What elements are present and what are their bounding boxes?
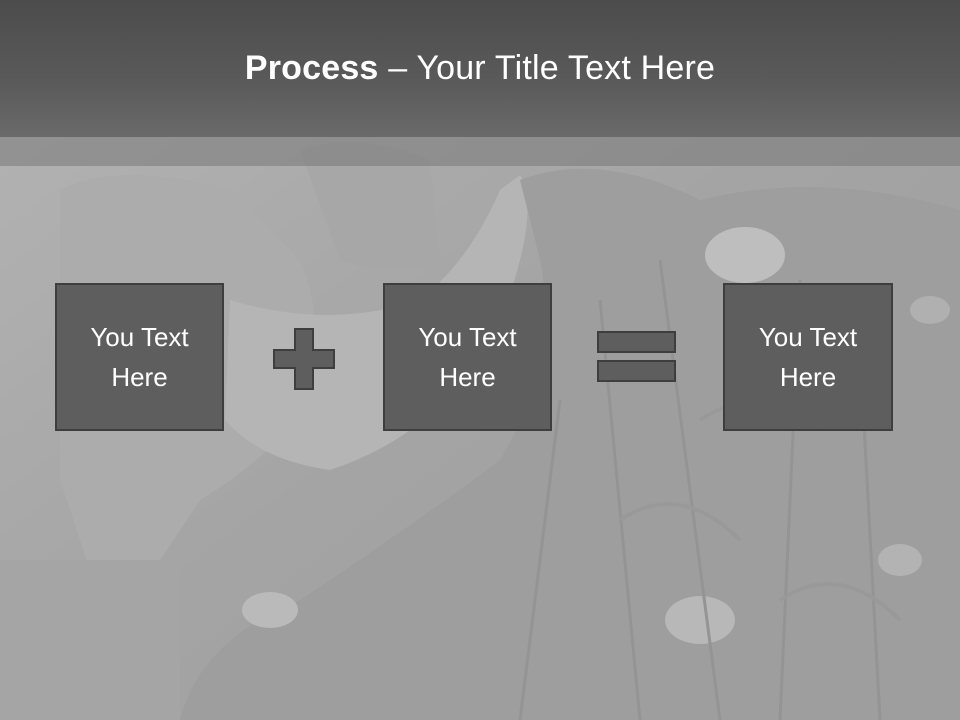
title-bold-word: Process: [244, 49, 379, 87]
process-box-2-text: You Text Here: [418, 322, 517, 392]
equals-icon: [597, 331, 676, 382]
process-box-1[interactable]: You Text Here: [55, 283, 224, 431]
process-box-2[interactable]: You Text Here: [383, 283, 552, 431]
title-rest-text: – Your Title Text Here: [378, 49, 716, 87]
slide-title[interactable]: Process – Your Title Text Here: [245, 49, 715, 88]
process-box-1-text: You Text Here: [90, 322, 189, 392]
process-box-3[interactable]: You Text Here: [723, 283, 893, 431]
plus-icon: [273, 328, 335, 390]
title-shadow-band: [0, 137, 960, 166]
title-bar: Process – Your Title Text Here: [0, 0, 960, 137]
process-box-3-text: You Text Here: [758, 322, 858, 392]
